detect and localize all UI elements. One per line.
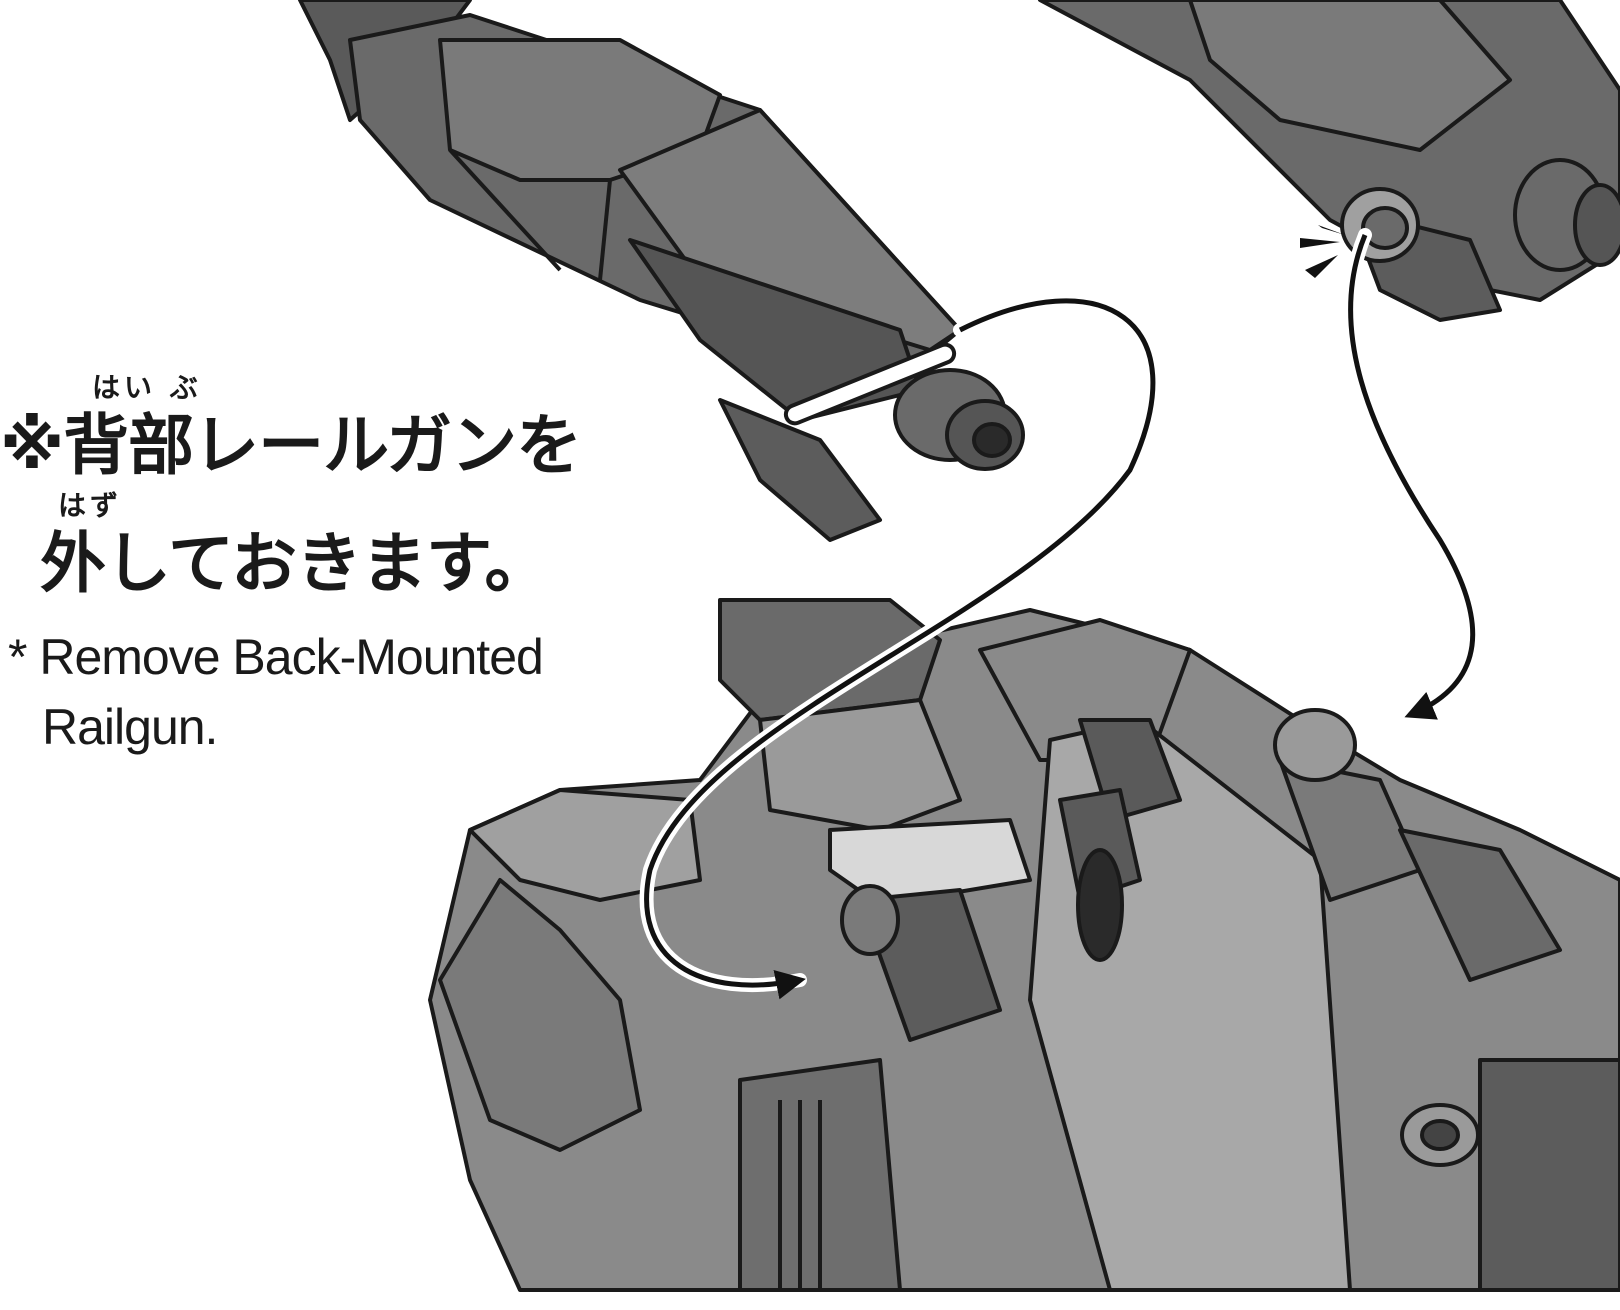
railgun-detached (298, 0, 1025, 542)
en-line-2: Railgun. (42, 699, 218, 755)
click-sound-icon (1300, 225, 1345, 278)
curved-double-arrow-line (1348, 234, 1476, 720)
jp-line-1: ※背部レールガンを (0, 407, 582, 484)
railgun-attached (1038, 0, 1620, 322)
en-line-1: * Remove Back-Mounted (8, 629, 544, 685)
ruby-haibu: はい ぶ (92, 371, 202, 404)
ruby-hazu: はず (58, 489, 123, 522)
jp-line-2: 外しておきます。 (40, 525, 550, 602)
curved-arrow-line (644, 298, 1156, 1000)
robot-torso (428, 598, 1620, 1292)
